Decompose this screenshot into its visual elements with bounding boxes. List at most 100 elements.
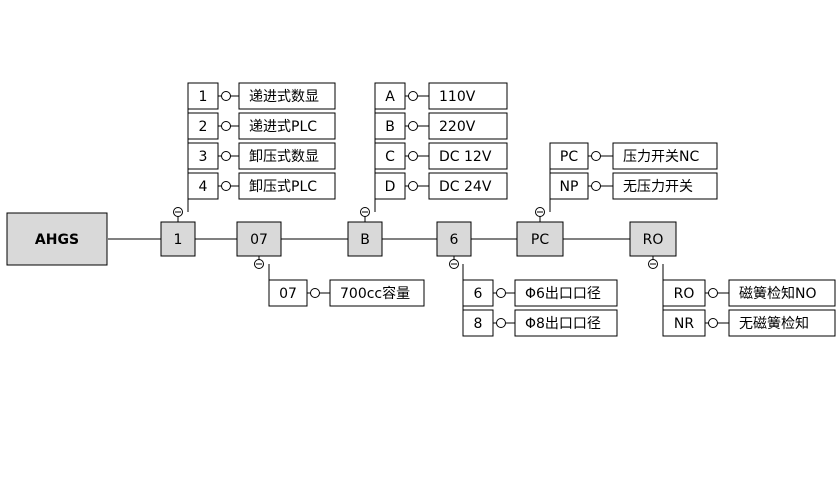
display-group-label-2: 卸压式数显 xyxy=(238,142,336,170)
reed-group-code-0: RO xyxy=(662,279,706,307)
voltage-group-label-2-text: DC 12V xyxy=(439,149,492,165)
outlet-group-label-0-frame xyxy=(514,279,618,307)
reed-group-code-0-text: RO xyxy=(674,286,695,302)
display-group-label-0-frame xyxy=(238,82,336,110)
outlet-group-link-ring-0 xyxy=(496,288,506,298)
chain-box-4-text: PC xyxy=(531,232,549,248)
reed-group-link-ring-0 xyxy=(708,288,718,298)
chain-box-4-frame xyxy=(516,221,564,257)
voltage-group-code-0: A xyxy=(374,82,406,110)
outlet-group-label-0-text: Φ6出口口径 xyxy=(525,286,601,302)
capacity-group-code-0-frame xyxy=(268,279,308,307)
voltage-group-connector xyxy=(360,207,370,217)
display-group-code-3: 4 xyxy=(187,172,219,200)
pressure-group-code-0: PC xyxy=(549,142,589,170)
model-box-text: AHGS xyxy=(35,232,79,248)
display-group-label-2-text: 卸压式数显 xyxy=(249,149,319,165)
display-group-link-ring-1 xyxy=(221,121,231,131)
reed-group-code-1: NR xyxy=(662,309,706,337)
pressure-group-code-0-frame xyxy=(549,142,589,170)
pressure-group-connector xyxy=(535,207,545,217)
voltage-group-code-0-frame xyxy=(374,82,406,110)
chain-box-3-text: 6 xyxy=(450,232,459,248)
outlet-group-label-1-text: Φ8出口口径 xyxy=(525,316,601,332)
outlet-group-code-1: 8 xyxy=(462,309,494,337)
outlet-group-label-1-frame xyxy=(514,309,618,337)
display-group-label-1-text: 递进式PLC xyxy=(249,119,317,135)
capacity-group-code-0: 07 xyxy=(268,279,308,307)
outlet-group-code-0-text: 6 xyxy=(474,286,483,302)
reed-group-link-ring-1 xyxy=(708,318,718,328)
display-group-label-3: 卸压式PLC xyxy=(238,172,336,200)
capacity-group-link-ring-0 xyxy=(310,288,320,298)
voltage-group-code-3-text: D xyxy=(385,179,396,195)
display-group-code-1-text: 2 xyxy=(199,119,208,135)
capacity-group-label-0-text: 700cc容量 xyxy=(340,285,410,302)
reed-group-code-1-text: NR xyxy=(674,316,694,332)
display-group-link-ring-2 xyxy=(221,151,231,161)
chain-box-2-frame xyxy=(347,221,383,257)
voltage-group-link-ring-1 xyxy=(408,121,418,131)
display-group-label-3-text: 卸压式PLC xyxy=(249,179,317,195)
voltage-group-label-3: DC 24V xyxy=(428,172,508,200)
display-group-code-3-frame xyxy=(187,172,219,200)
pressure-group-label-1-text: 无压力开关 xyxy=(623,179,693,195)
voltage-group-code-1-frame xyxy=(374,112,406,140)
pressure-group-label-1: 无压力开关 xyxy=(612,172,718,200)
reed-group-label-0: 磁簧检知NO xyxy=(728,279,836,307)
voltage-group-label-0-text: 110V xyxy=(439,89,476,105)
pressure-group-label-0-frame xyxy=(612,142,718,170)
voltage-group-label-2: DC 12V xyxy=(428,142,508,170)
voltage-group-code-3: D xyxy=(374,172,406,200)
chain-box-2-text: B xyxy=(360,232,370,248)
pressure-group-label-0-text: 压力开关NC xyxy=(623,149,699,165)
chain-box-3-frame xyxy=(436,221,472,257)
display-group-code-0-frame xyxy=(187,82,219,110)
outlet-group-label-0: Φ6出口口径 xyxy=(514,279,618,307)
outlet-group-code-0: 6 xyxy=(462,279,494,307)
outlet-group-link-ring-1 xyxy=(496,318,506,328)
display-group-code-2-frame xyxy=(187,142,219,170)
pressure-group-code-1-text: NP xyxy=(560,179,579,195)
voltage-group-label-1-frame xyxy=(428,112,508,140)
reed-group-connector xyxy=(648,259,658,269)
chain-box-2: B xyxy=(347,221,383,257)
display-group-label-3-frame xyxy=(238,172,336,200)
capacity-group-code-0-text: 07 xyxy=(279,286,297,302)
voltage-group-code-2-text: C xyxy=(385,149,395,165)
chain-box-5-text: RO xyxy=(643,232,664,248)
pressure-group-link-ring-1 xyxy=(591,181,601,191)
chain-box-1-text: 07 xyxy=(250,232,268,248)
chain-box-5-frame xyxy=(629,221,677,257)
voltage-group-label-3-frame xyxy=(428,172,508,200)
outlet-group-label-1: Φ8出口口径 xyxy=(514,309,618,337)
pressure-group-label-1-frame xyxy=(612,172,718,200)
display-group-label-0-text: 递进式数显 xyxy=(249,89,319,105)
voltage-group-code-3-frame xyxy=(374,172,406,200)
display-group-code-1: 2 xyxy=(187,112,219,140)
outlet-group-connector xyxy=(449,259,459,269)
reed-group-label-1: 无磁簧检知 xyxy=(728,309,836,337)
display-group-label-2-frame xyxy=(238,142,336,170)
display-group-label-1-frame xyxy=(238,112,336,140)
display-group-link-ring-0 xyxy=(221,91,231,101)
reed-group-code-0-frame xyxy=(662,279,706,307)
display-group-code-2: 3 xyxy=(187,142,219,170)
voltage-group-label-2-frame xyxy=(428,142,508,170)
pressure-group-code-0-text: PC xyxy=(560,149,578,165)
reed-group-code-1-frame xyxy=(662,309,706,337)
capacity-group-label-0: 700cc容量 xyxy=(329,279,425,307)
display-group-code-1-frame xyxy=(187,112,219,140)
voltage-group-label-0-frame xyxy=(428,82,508,110)
voltage-group-label-1: 220V xyxy=(428,112,508,140)
voltage-group-link-ring-2 xyxy=(408,151,418,161)
chain-box-1: 07 xyxy=(236,221,282,257)
reed-group-label-0-frame xyxy=(728,279,836,307)
voltage-group-code-2-frame xyxy=(374,142,406,170)
chain-box-0: 1 xyxy=(160,221,196,257)
chain-box-4: PC xyxy=(516,221,564,257)
outlet-group-code-0-frame xyxy=(462,279,494,307)
reed-group-label-1-frame xyxy=(728,309,836,337)
